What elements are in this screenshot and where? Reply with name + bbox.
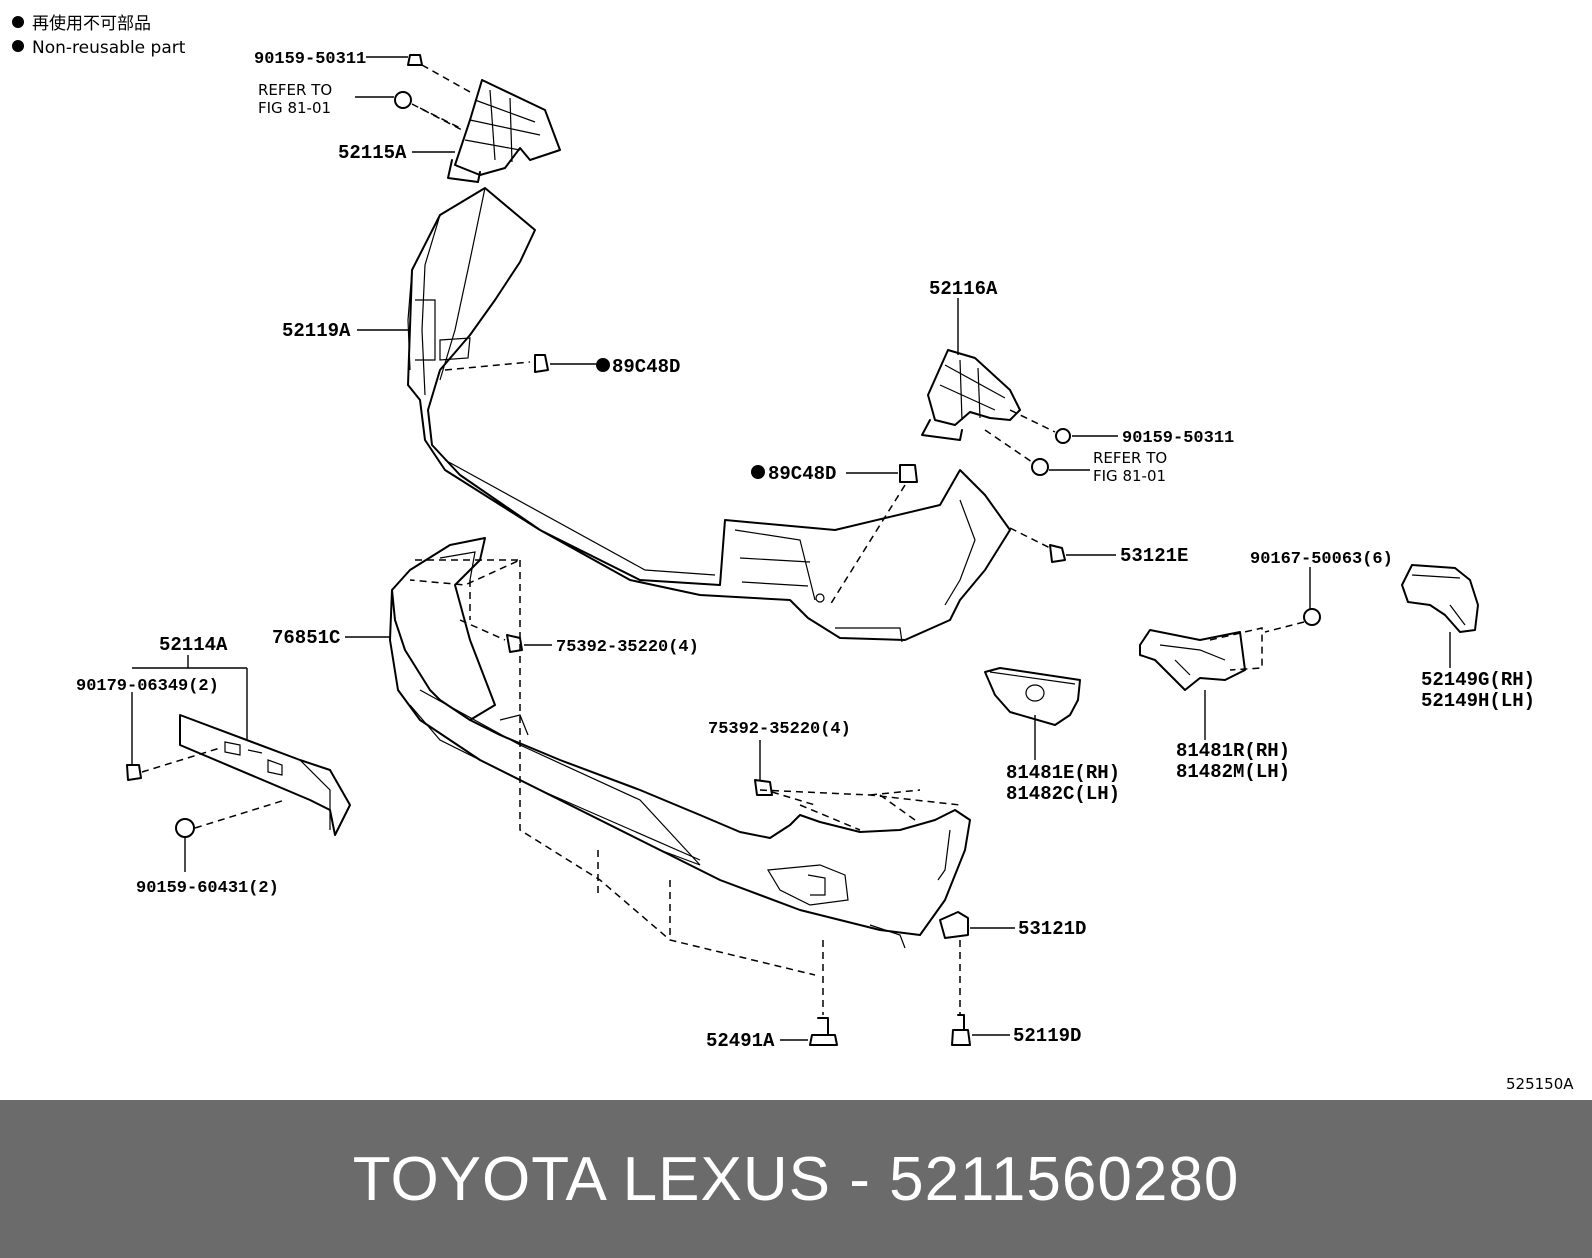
retainer-52115A-drawing [394, 54, 561, 183]
label-52491A: 52491A [706, 1030, 775, 1052]
parts-diagram: 再使用不可部品 Non-reusable part 90159-50311 RE… [12, 13, 1575, 1093]
label-52119D: 52119D [1013, 1025, 1081, 1047]
legend-en: Non-reusable part [32, 38, 186, 58]
label-81482C: 81482C(LH) [1006, 783, 1120, 805]
footer-title: TOYOTA LEXUS - 5211560280 [352, 1144, 1240, 1214]
label-refer-a-2: FIG 81-01 [258, 99, 331, 117]
label-81481R: 81481R(RH) [1176, 740, 1290, 762]
label-52115A: 52115A [338, 142, 407, 164]
label-52119A: 52119A [282, 320, 351, 342]
fog-bracket-81481R-drawing [1139, 627, 1263, 691]
label-75392-35220-a: 75392-35220(4) [556, 638, 699, 657]
label-52149H: 52149H(LH) [1421, 690, 1535, 712]
label-refer-a-1: REFER TO [258, 81, 332, 99]
bullet-icon [12, 40, 24, 52]
nonreusable-bullet-icon [751, 465, 765, 479]
label-53121E: 53121E [1120, 545, 1188, 567]
support-52119A-drawing [407, 187, 1011, 643]
bumper-cover-76851C-drawing [389, 537, 971, 976]
plate-bracket-52114A-drawing [179, 714, 351, 836]
label-81482M: 81482M(LH) [1176, 761, 1290, 783]
mud-guard-52149G-drawing [1401, 564, 1479, 633]
footer-bar: TOYOTA LEXUS - 5211560280 [0, 1100, 1592, 1258]
label-90159-60431: 90159-60431(2) [136, 879, 279, 898]
label-refer-b-1: REFER TO [1093, 449, 1167, 467]
retainer-52116A-drawing [921, 349, 1021, 441]
label-refer-b-2: FIG 81-01 [1093, 467, 1166, 485]
label-90159-50311-b: 90159-50311 [1122, 429, 1234, 448]
label-81481E: 81481E(RH) [1006, 762, 1120, 784]
label-52116A: 52116A [929, 278, 998, 300]
label-89C48D-a: 89C48D [612, 356, 680, 378]
parts-diagram-svg: 再使用不可部品 Non-reusable part 90159-50311 RE… [12, 13, 1574, 1093]
label-75392-35220-b: 75392-35220(4) [708, 720, 851, 739]
label-76851C: 76851C [272, 627, 340, 649]
label-52114A: 52114A [159, 634, 228, 656]
label-52149G: 52149G(RH) [1421, 669, 1535, 691]
legend: 再使用不可部品 Non-reusable part [12, 13, 186, 58]
label-90179-06349: 90179-06349(2) [76, 677, 219, 696]
nonreusable-bullet-icon [596, 358, 610, 372]
diagram-id: 525150A [1506, 1075, 1574, 1093]
label-90159-50311-a: 90159-50311 [254, 50, 366, 69]
bullet-icon [12, 16, 24, 28]
label-90167-50063: 90167-50063(6) [1250, 550, 1393, 569]
label-89C48D-b: 89C48D [768, 463, 836, 485]
label-53121D: 53121D [1018, 918, 1086, 940]
fog-cover-81481E-drawing [984, 667, 1081, 726]
legend-jp: 再使用不可部品 [32, 13, 151, 34]
